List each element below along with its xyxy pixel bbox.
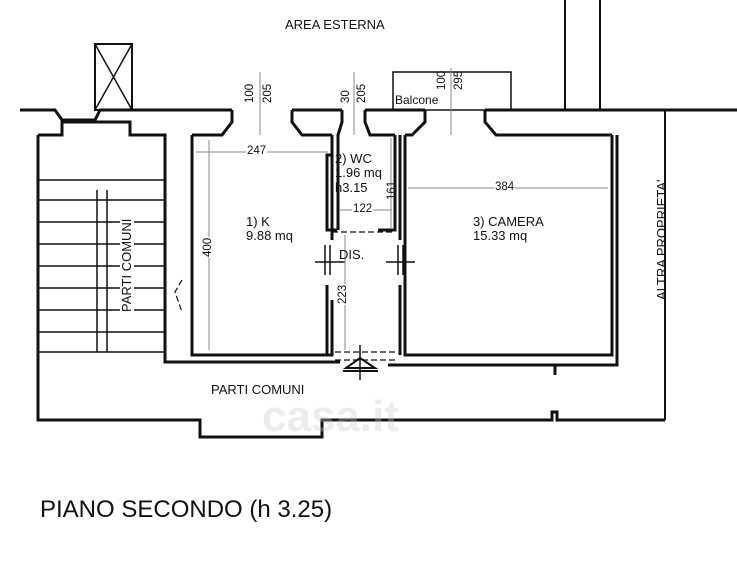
dim-wc-depth: 161 [386,180,398,200]
dim-cam-window-a: 100 [436,70,448,90]
dim-cam-width: 384 [494,181,516,193]
dim-k-window-a: 100 [244,82,256,104]
room-camera: 3) CAMERA 15.33 mq [473,214,544,244]
watermark-logo: casa.it [262,392,399,441]
dim-k-window-b: 205 [262,82,274,104]
altra-proprieta-label: ALTRA PROPRIETA' [654,179,669,300]
parti-comuni-bottom-label: PARTI COMUNI [211,382,305,397]
dim-k-width: 247 [246,145,268,157]
dim-cam-window-b: 295 [453,70,465,90]
room-wc-area: 1.96 mq [335,165,382,181]
room-k: 1) K 9.88 mq [246,214,293,244]
room-wc: 2) WC 1.96 mq h3.15 [335,151,382,195]
room-k-name: 1) K [246,214,270,229]
dis-label: DIS. [339,247,365,262]
area-esterna-label: AREA ESTERNA [285,17,385,32]
dim-wc-window-b: 205 [356,82,368,104]
plan-title: PIANO SECONDO (h 3.25) [40,496,333,523]
room-camera-name: 3) CAMERA [473,214,544,229]
dim-k-depth: 400 [202,236,214,258]
parti-comuni-left-label: PARTI COMUNI [119,218,135,312]
room-camera-area: 15.33 mq [473,228,528,244]
dim-wc-width: 122 [352,203,374,215]
room-wc-name: 2) WC [335,151,372,166]
dim-wc-window-a: 30 [340,89,352,104]
balcone-label: Balcone [395,93,439,107]
room-wc-height: h3.15 [335,179,368,195]
dim-dis-depth: 223 [337,283,349,305]
top-wall [20,108,232,122]
room-k-area: 9.88 mq [246,228,293,244]
